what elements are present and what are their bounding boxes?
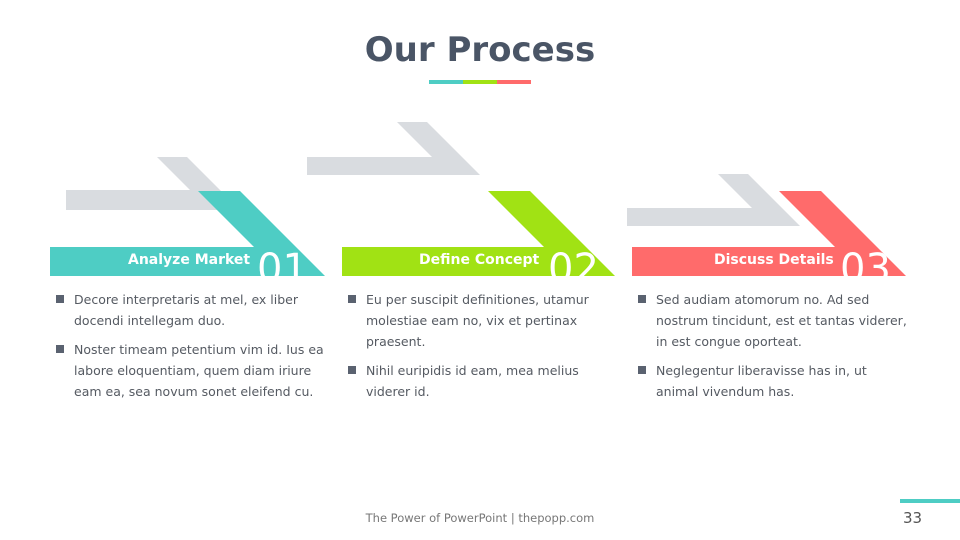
list-item: Noster timeam petentium vim id. Ius ea l… — [56, 339, 326, 402]
page-number: 33 — [903, 509, 923, 527]
title-underline-red — [497, 80, 531, 84]
step-3-number: 03 — [840, 247, 891, 276]
bullet-text: Sed audiam atomorum no. Ad sed nostrum t… — [656, 292, 907, 349]
page-title: Our Process — [364, 30, 596, 70]
bullet-square-icon — [638, 366, 646, 374]
gray-arrow-2 — [307, 122, 480, 175]
bullet-square-icon — [638, 295, 646, 303]
list-item: Neglegentur liberavisse has in, ut anima… — [638, 360, 908, 402]
step-2-bullets: Eu per suscipit definitiones, utamur mol… — [348, 289, 618, 410]
step-1-bullets: Decore interpretaris at mel, ex liber do… — [56, 289, 326, 410]
footer-text: The Power of PowerPoint | thepopp.com — [365, 511, 595, 525]
title-underline-green — [463, 80, 497, 84]
bullet-square-icon — [56, 345, 64, 353]
bullet-text: Nihil euripidis id eam, mea melius vider… — [366, 363, 579, 399]
bullet-text: Noster timeam petentium vim id. Ius ea l… — [74, 342, 324, 399]
red-arrow-3 — [632, 191, 906, 276]
step-3-bullets: Sed audiam atomorum no. Ad sed nostrum t… — [638, 289, 908, 410]
step-2-label: Define Concept — [419, 252, 540, 268]
step-1-number: 01 — [257, 247, 308, 276]
bullet-square-icon — [348, 366, 356, 374]
bullet-square-icon — [348, 295, 356, 303]
step-1-label: Analyze Market — [128, 252, 251, 268]
step-2-number: 02 — [548, 247, 599, 276]
title-underline-teal — [429, 80, 463, 84]
green-arrow-2 — [342, 191, 615, 276]
gray-arrow-3 — [627, 174, 800, 226]
bullet-text: Eu per suscipit definitiones, utamur mol… — [366, 292, 589, 349]
gray-arrow-1 — [66, 157, 240, 210]
teal-arrow-1 — [50, 191, 325, 276]
bullet-text: Neglegentur liberavisse has in, ut anima… — [656, 363, 867, 399]
list-item: Decore interpretaris at mel, ex liber do… — [56, 289, 326, 331]
list-item: Nihil euripidis id eam, mea melius vider… — [348, 360, 618, 402]
page-number-accent — [900, 499, 960, 503]
bullet-text: Decore interpretaris at mel, ex liber do… — [74, 292, 299, 328]
step-3-label: Discuss Details — [714, 252, 834, 268]
list-item: Eu per suscipit definitiones, utamur mol… — [348, 289, 618, 352]
list-item: Sed audiam atomorum no. Ad sed nostrum t… — [638, 289, 908, 352]
bullet-square-icon — [56, 295, 64, 303]
